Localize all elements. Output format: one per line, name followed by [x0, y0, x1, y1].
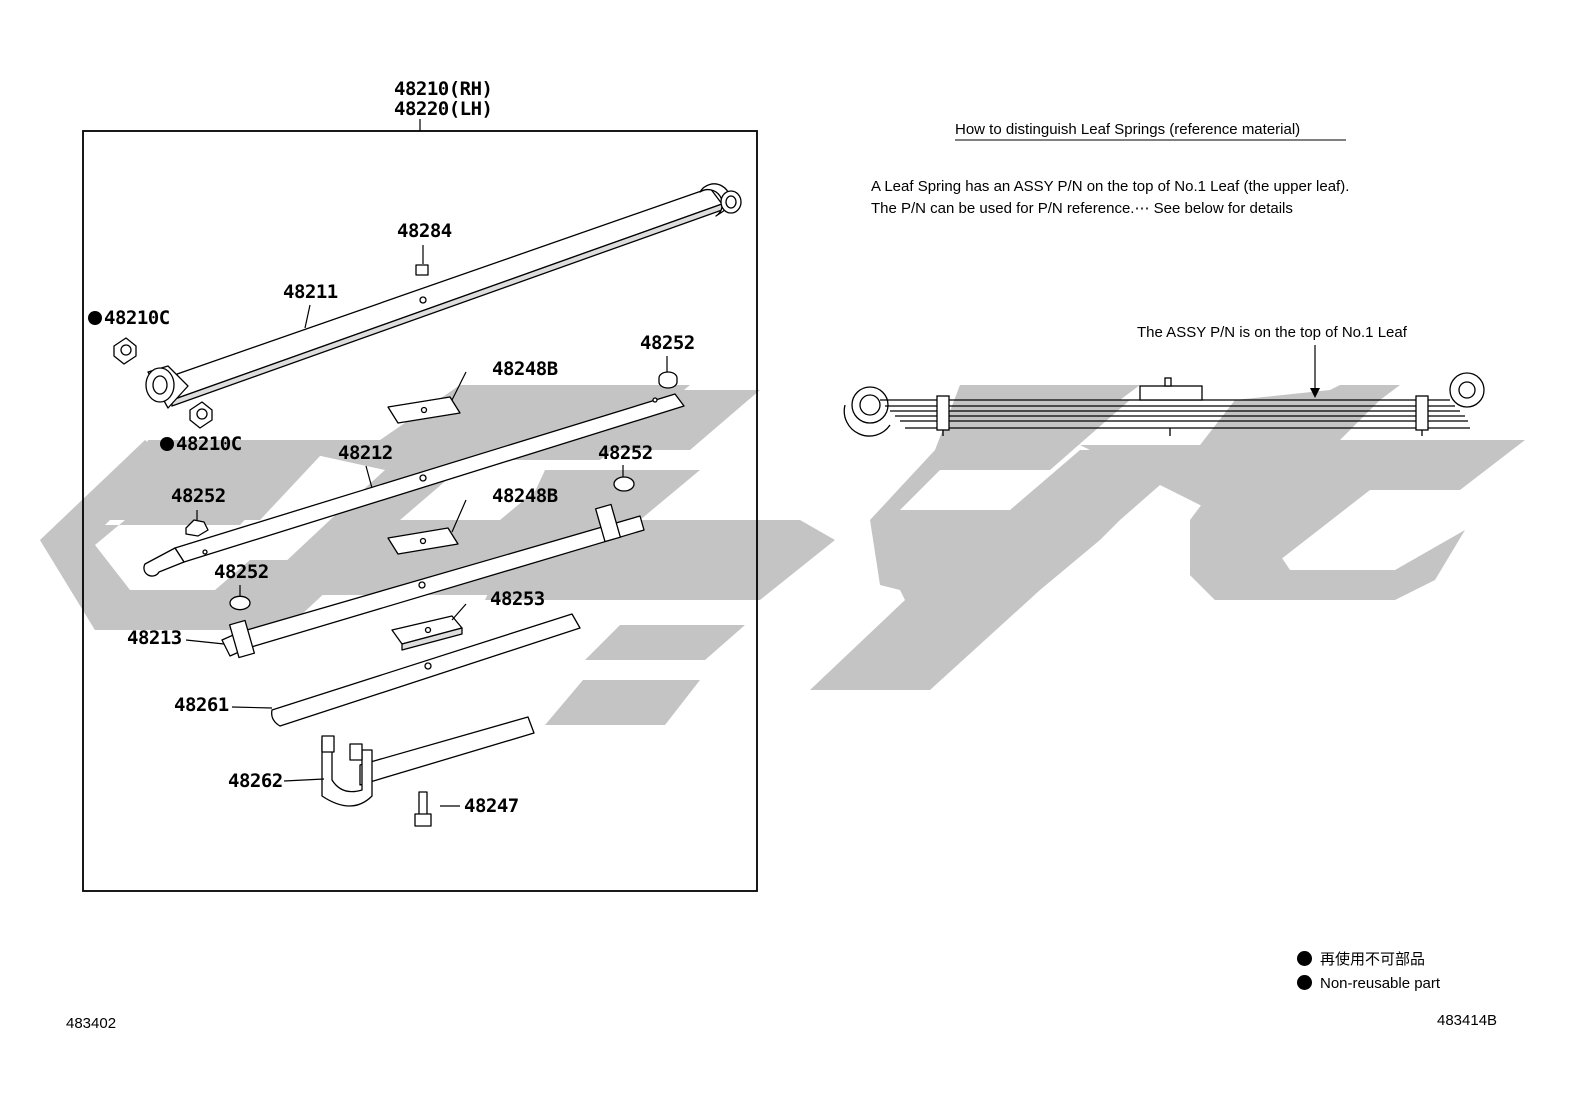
part-label-48212: 48212 [338, 442, 393, 464]
part-label-48252-c: 48252 [171, 485, 226, 507]
leaf-48262 [321, 716, 535, 807]
part-label-48248b-a: 48248B [492, 358, 558, 380]
button-48252-b [613, 476, 635, 492]
part-label-48213: 48213 [127, 627, 182, 649]
reference-line-2: The P/N can be used for P/N reference.⋯ … [871, 200, 1293, 217]
button-48252-a [658, 371, 678, 389]
leaf-spring-side-view [843, 372, 1485, 437]
bushing-48210c [113, 337, 213, 429]
bolt-48284 [415, 264, 429, 276]
legend-english: Non-reusable part [1297, 975, 1440, 991]
figure-id-left: 483402 [66, 1015, 117, 1032]
part-label-48211: 48211 [283, 281, 338, 303]
watermark-logo [40, 385, 1525, 725]
button-48252-d [229, 595, 251, 611]
spacer-48253 [391, 615, 463, 651]
leaf-48261 [271, 613, 581, 727]
leaf-48212 [143, 393, 685, 577]
part-label-48253: 48253 [490, 588, 545, 610]
assembly-label-lh: 48220(LH) [394, 98, 493, 120]
bolt-48247 [414, 791, 432, 827]
part-label-48248b-b: 48248B [492, 485, 558, 507]
part-label-48210c-top: 48210C [88, 309, 170, 328]
part-label-48261: 48261 [174, 694, 229, 716]
part-label-48262: 48262 [228, 770, 283, 792]
button-48252-c [185, 519, 209, 537]
part-label-48284: 48284 [397, 220, 452, 242]
non-reusable-icon [1297, 951, 1312, 966]
part-label-48252-d: 48252 [214, 561, 269, 583]
leaf-48213 [221, 503, 645, 659]
part-label-48252-b: 48252 [598, 442, 653, 464]
callout-text: The ASSY P/N is on the top of No.1 Leaf [1137, 324, 1407, 341]
reference-line-1: A Leaf Spring has an ASSY P/N on the top… [871, 178, 1350, 195]
part-label-48210c-bottom: 48210C [160, 435, 242, 454]
figure-id-right: 483414B [1437, 1012, 1498, 1029]
non-reusable-icon [88, 311, 102, 325]
non-reusable-icon [1297, 975, 1312, 990]
callout-arrow [1310, 345, 1320, 398]
assembly-label-rh: 48210(RH) [394, 78, 493, 100]
legend-japanese: 再使用不可部品 [1297, 951, 1425, 967]
reference-heading: How to distinguish Leaf Springs (referen… [955, 121, 1301, 138]
part-label-48252-a: 48252 [640, 332, 695, 354]
part-label-48247: 48247 [464, 795, 519, 817]
non-reusable-icon [160, 437, 174, 451]
leaf-48211 [145, 183, 742, 409]
leader-lines [185, 245, 668, 807]
